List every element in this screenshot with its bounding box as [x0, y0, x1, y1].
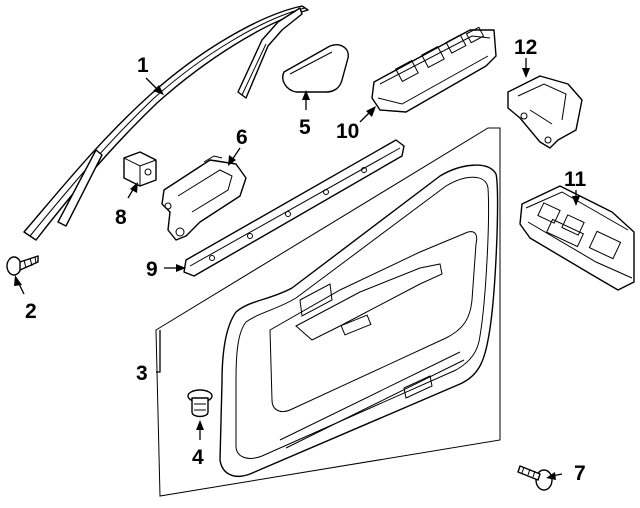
part-8-clip: [123, 151, 157, 187]
part-3-door-trim-panel: [155, 127, 501, 497]
callout-5: 5: [299, 116, 311, 139]
part-6-inside-handle: [161, 155, 247, 241]
callout-4: 4: [192, 446, 204, 469]
part-7-screw: [517, 465, 553, 491]
callout-12: 12: [514, 36, 537, 59]
part-10-window-switch: [371, 26, 497, 113]
callout-11: 11: [564, 168, 587, 191]
part-2-screw: [6, 255, 39, 276]
callout-7: 7: [574, 462, 586, 485]
callout-10: 10: [336, 120, 359, 143]
part-4-push-clip: [187, 389, 213, 418]
part-9-belt-moulding: [183, 139, 405, 277]
callout-8: 8: [115, 206, 127, 229]
callout-6: 6: [236, 126, 248, 149]
callout-2: 2: [25, 300, 37, 323]
callout-9: 9: [146, 258, 158, 281]
leader-lines: [14, 58, 580, 480]
part-11-master-switch: [519, 185, 635, 291]
part-1-glass-run-channel: [23, 5, 309, 241]
callout-1: 1: [137, 54, 149, 77]
part-5-mirror-patch: [282, 44, 349, 93]
callout-3: 3: [136, 362, 148, 385]
part-12-switch-bracket: [507, 75, 583, 149]
